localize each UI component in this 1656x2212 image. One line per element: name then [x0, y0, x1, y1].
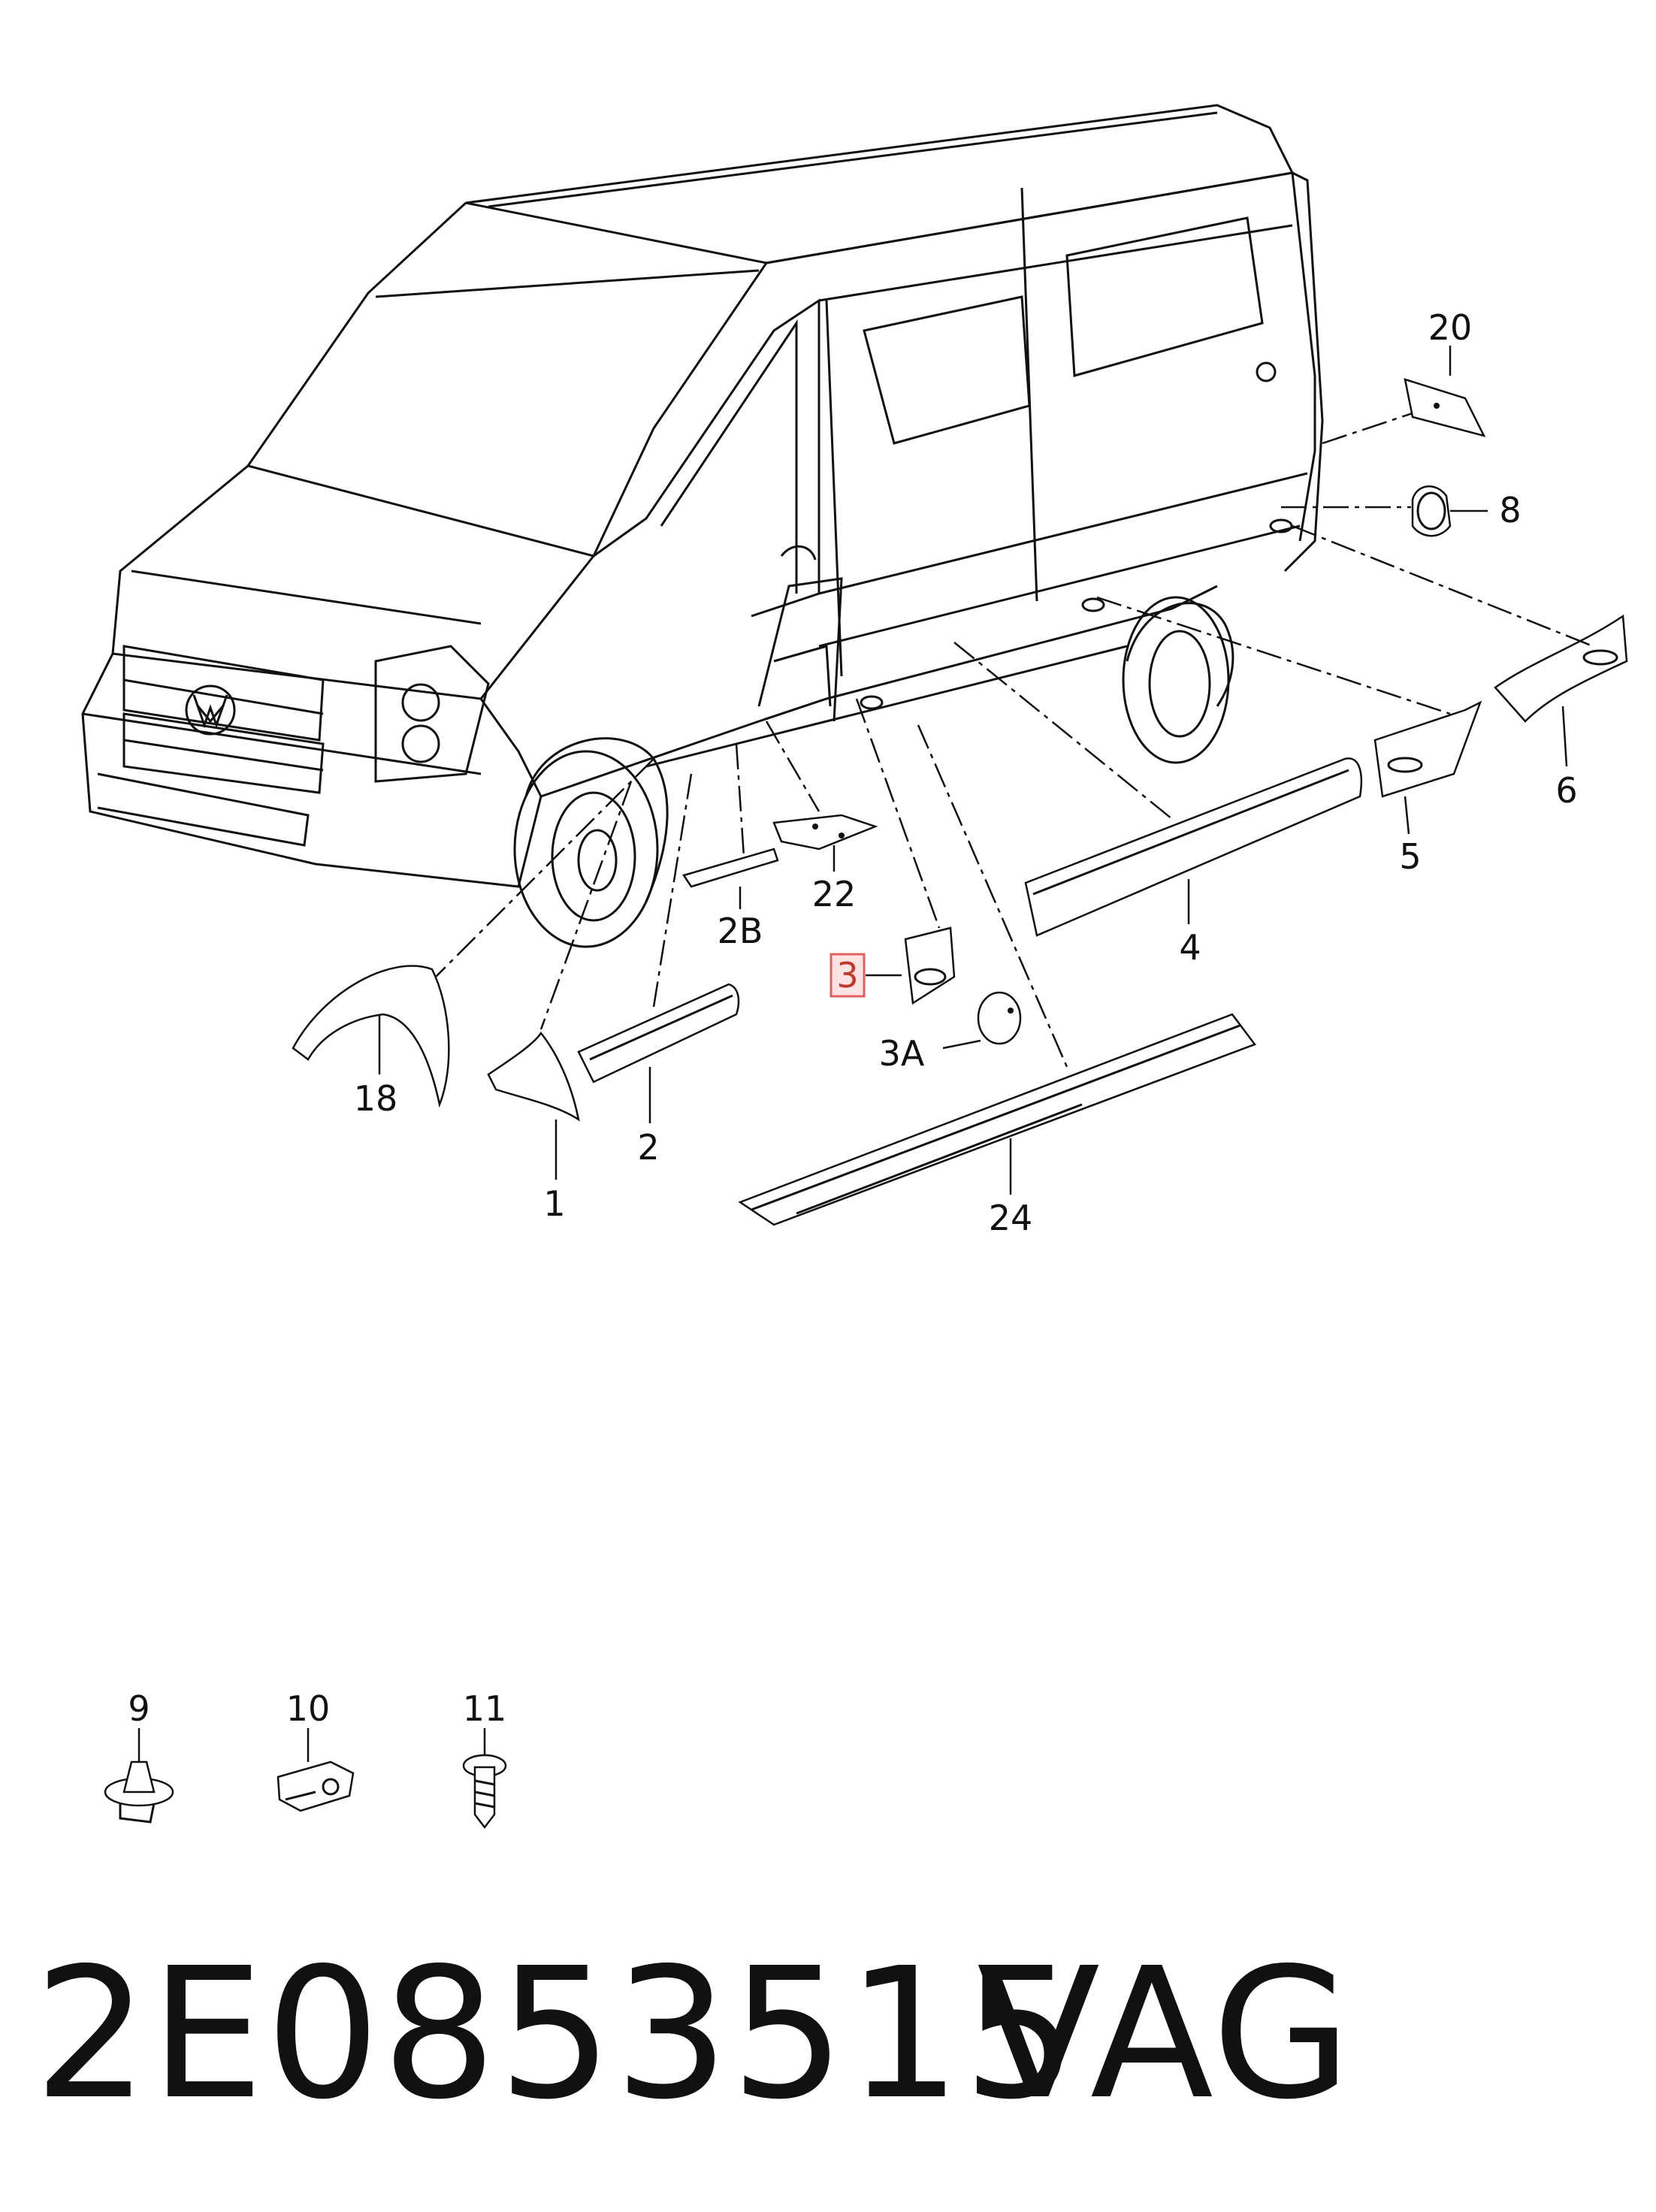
leader-lines [137, 346, 1568, 1762]
part-1-corner [487, 1031, 580, 1122]
part-11-screw [462, 1754, 507, 1830]
van-illustration [81, 104, 1324, 948]
parts [104, 378, 1628, 1830]
part-2-molding [577, 983, 740, 1083]
callout-8: 8 [1499, 490, 1521, 530]
part-2B-strip [682, 848, 779, 888]
part-6-molding [1494, 614, 1628, 723]
callout-22: 22 [812, 874, 857, 914]
part-9-clip [104, 1760, 174, 1824]
callout-18: 18 [354, 1078, 398, 1119]
footer: 2E0853515 VAG [34, 1929, 1353, 2139]
callout-1: 1 [543, 1183, 565, 1224]
callout-3A: 3A [879, 1033, 925, 1074]
part-3-molding [904, 926, 956, 1005]
callout-10: 10 [286, 1688, 331, 1729]
callout-20: 20 [1428, 307, 1473, 348]
callouts: 20 8 6 5 4 22 2B 3 3A 18 1 2 24 9 10 11 [128, 307, 1577, 1729]
part-24-sill [738, 1013, 1257, 1226]
callout-2: 2 [637, 1127, 659, 1168]
part-20-plate [1404, 378, 1486, 437]
callout-3-highlight [830, 953, 866, 998]
part-22-plate [772, 814, 878, 851]
part-3A-cap [977, 991, 1022, 1045]
callout-5: 5 [1399, 836, 1421, 877]
part-4-molding [1024, 757, 1363, 937]
reference-lines [435, 412, 1594, 1068]
callout-2B: 2B [718, 911, 763, 951]
part-8-grommet [1411, 485, 1452, 537]
callout-24: 24 [989, 1198, 1033, 1238]
callout-6: 6 [1555, 770, 1577, 811]
brand: VAG [977, 1929, 1353, 2139]
callout-9: 9 [128, 1688, 150, 1729]
part-18-arch-molding [292, 965, 450, 1108]
callout-4: 4 [1179, 927, 1201, 968]
part-5-molding [1373, 700, 1482, 798]
callout-3: 3 [836, 955, 858, 996]
callout-11: 11 [463, 1688, 507, 1729]
part-number: 2E0853515 [34, 1929, 1079, 2139]
part-10-clip [277, 1760, 355, 1812]
